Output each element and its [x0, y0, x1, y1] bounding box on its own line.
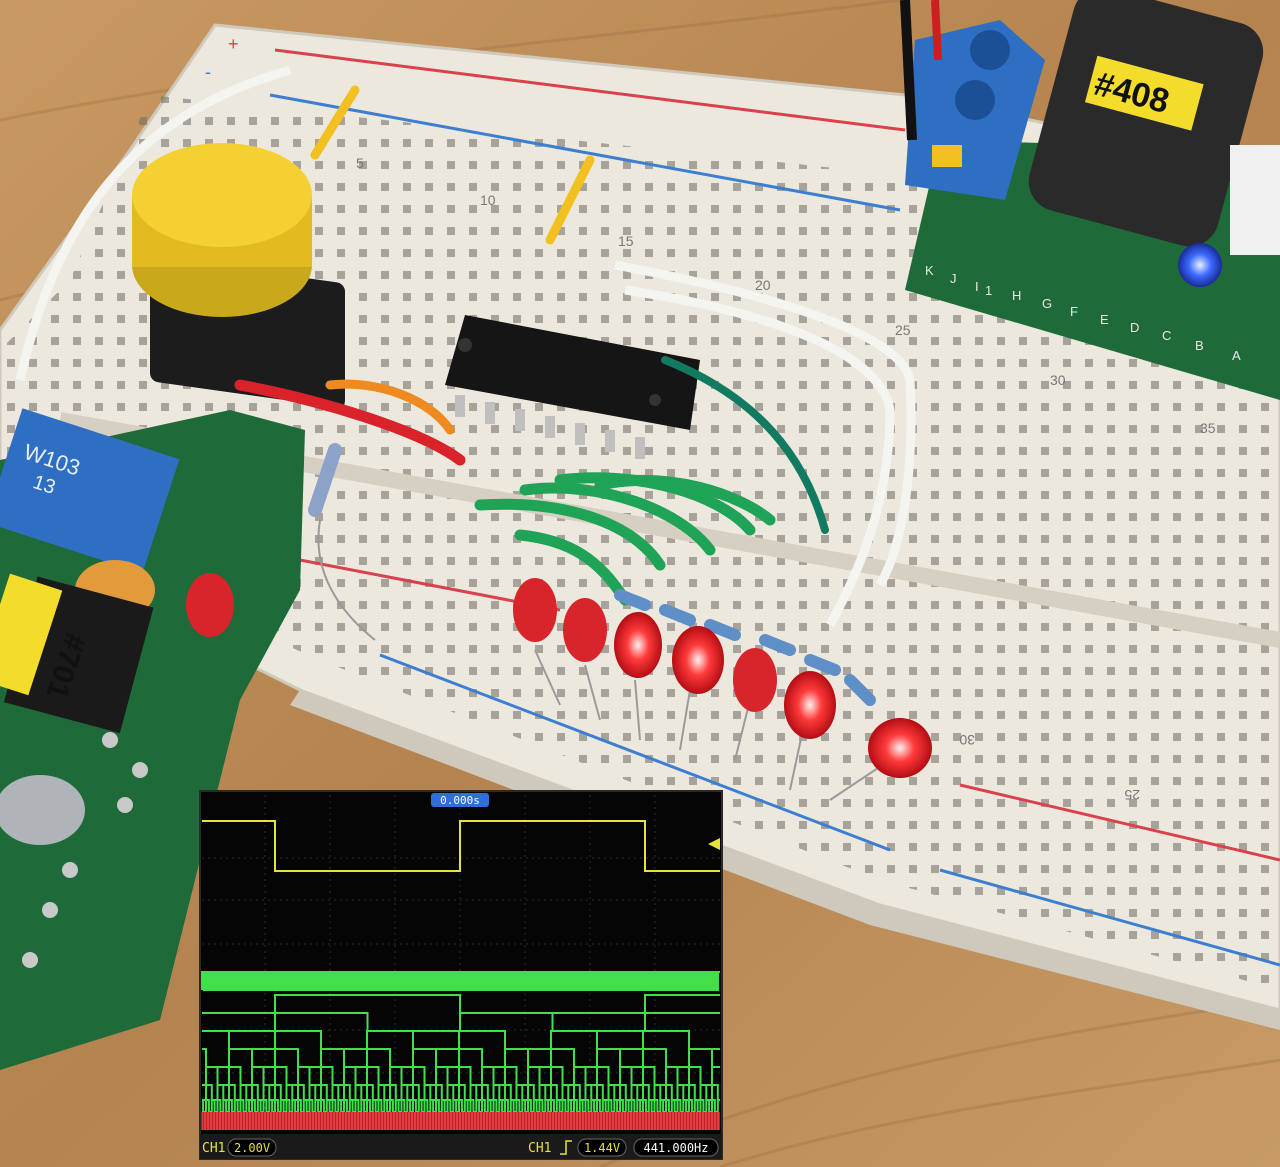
white-wire-long	[614, 260, 916, 588]
led-2	[563, 598, 607, 662]
ch1-label: CH1	[202, 1141, 225, 1156]
green-wires	[474, 472, 776, 606]
module-letter-c: C	[1162, 328, 1171, 343]
led-5	[733, 648, 777, 712]
module-letter-b: B	[1195, 338, 1204, 353]
left-module-led	[186, 573, 234, 637]
lower-number-30: 30	[959, 732, 975, 748]
led-4	[672, 626, 724, 694]
ch1-scale-box	[227, 1138, 277, 1157]
logic-channel-trace	[202, 1099, 720, 1113]
module-letter-d: D	[1130, 320, 1139, 335]
column-number-15: 15	[618, 233, 634, 249]
power-module: #408 K J I H G F E D C B A 1	[905, 0, 1280, 400]
trigger-frequency-text: 441.000Hz	[643, 1141, 708, 1155]
logic-channel-trace	[202, 1084, 720, 1101]
logic-channel-trace	[202, 994, 720, 1014]
column-number-5: 5	[356, 155, 364, 171]
trigger-frequency-box	[633, 1138, 719, 1157]
rail-blue-top	[269, 93, 901, 212]
oscilloscope-inset: 0.000s CH1 2.00V CH1 1.44V 441.000Hz	[199, 790, 723, 1160]
time-offset-badge	[431, 793, 489, 807]
ch1-scale-text: 2.00V	[234, 1141, 270, 1155]
orange-wire	[325, 379, 455, 435]
column-number-30: 30	[1050, 372, 1066, 388]
rail-blue-bottom	[379, 653, 891, 852]
column-number-35: 35	[1200, 420, 1216, 436]
push-button	[132, 143, 345, 408]
trigger-level-marker	[708, 838, 720, 850]
red-wire	[234, 379, 466, 466]
column-number-20: 20	[755, 277, 771, 293]
module-letter-a: A	[1232, 348, 1241, 363]
power-wire-red	[931, 0, 942, 61]
yellow-jumper-2	[545, 155, 595, 245]
logic-channel-trace	[202, 1030, 720, 1050]
module-letter-f: F	[1070, 304, 1078, 319]
module-number-1: 1	[985, 283, 992, 298]
rail-minus-label: -	[205, 62, 211, 82]
led-6	[784, 671, 836, 739]
module-letter-g: G	[1042, 296, 1052, 311]
lower-number-25: 25	[1124, 787, 1140, 803]
rail-plus-label: +	[228, 34, 239, 54]
led-row	[513, 578, 932, 801]
led-7	[868, 718, 932, 778]
power-wire-black	[900, 0, 917, 141]
trigger-edge-icon	[560, 1140, 572, 1155]
logic-traces	[201, 971, 720, 1113]
module-letter-h: H	[1012, 288, 1021, 303]
module-tag-right	[1084, 55, 1204, 131]
logic-channel-trace	[202, 1012, 720, 1032]
white-wire-short	[624, 285, 895, 628]
time-offset-text: 0.000s	[440, 794, 480, 807]
yellow-jumper-1	[310, 85, 360, 160]
logic-red-ticks	[201, 1112, 719, 1130]
logic-channel-trace	[202, 1048, 720, 1068]
trigger-level-text: 1.44V	[584, 1141, 620, 1155]
module-letter-k: K	[925, 263, 934, 278]
resistor	[308, 443, 376, 641]
module-tag-left	[0, 573, 63, 696]
trigger-level-box	[577, 1138, 627, 1157]
column-number-10: 10	[480, 192, 496, 208]
led-3	[614, 612, 662, 678]
module-letter-e: E	[1100, 312, 1109, 327]
ch1-trace	[202, 820, 720, 872]
rail-red-right	[959, 783, 1280, 862]
logic-channel-trace	[202, 1066, 720, 1086]
rail-red-top	[274, 48, 906, 132]
potentiometer	[0, 408, 180, 574]
rail-blue-right	[939, 868, 1280, 967]
ic-chip	[445, 315, 700, 459]
led-1	[513, 578, 557, 642]
led-resistors	[614, 589, 876, 706]
white-wire-left	[15, 65, 292, 381]
column-number-25: 25	[895, 322, 911, 338]
module-letter-i: I	[975, 279, 979, 294]
trigger-channel-label: CH1	[528, 1141, 551, 1156]
teal-wire	[661, 356, 829, 534]
module-letter-j: J	[950, 271, 957, 286]
blue-led	[1178, 243, 1222, 287]
left-module: W103 13 #701	[0, 408, 305, 1070]
logic-channel-trace	[201, 971, 720, 991]
